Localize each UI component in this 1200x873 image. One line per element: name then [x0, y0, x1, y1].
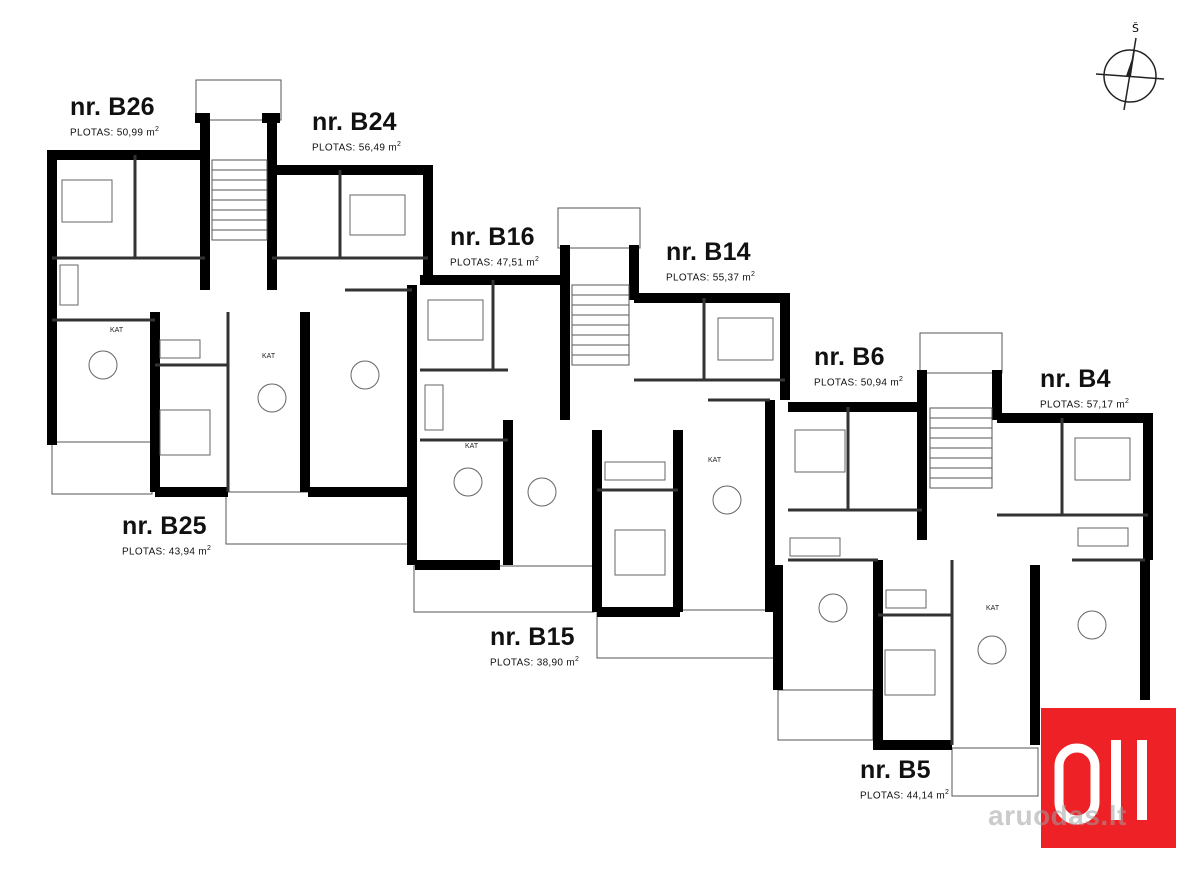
unit-name: nr. B4	[1040, 365, 1111, 393]
unit-label-b14: nr. B14 PLOTAS: 55,37 m2	[666, 240, 755, 283]
svg-text:KAT: KAT	[465, 443, 479, 450]
unit-name: nr. B16	[450, 223, 535, 251]
unit-name: nr. B24	[312, 108, 397, 136]
interior-walls	[52, 155, 1148, 745]
furniture	[59, 179, 1131, 696]
unit-label-b16: nr. B16 PLOTAS: 47,51 m2	[450, 225, 539, 268]
exterior-walls	[47, 113, 1153, 750]
unit-name: nr. B25	[122, 512, 207, 540]
unit-name: nr. B5	[860, 756, 931, 784]
svg-text:KAT: KAT	[110, 327, 124, 334]
unit-area: PLOTAS: 56,49 m2	[312, 141, 402, 154]
unit-label-b15: nr. B15 PLOTAS: 38,90 m2	[490, 625, 579, 668]
unit-area: PLOTAS: 57,17 m2	[1040, 398, 1130, 411]
svg-text:KAT: KAT	[262, 353, 276, 360]
unit-label-b24: nr. B24 PLOTAS: 56,49 m2	[312, 110, 401, 153]
brand-logo	[1041, 708, 1176, 848]
unit-label-b4: nr. B4 PLOTAS: 57,17 m2	[1040, 367, 1129, 410]
unit-name: nr. B26	[70, 93, 155, 121]
unit-area: PLOTAS: 55,37 m2	[666, 271, 756, 284]
svg-text:KAT: KAT	[986, 605, 1000, 612]
compass-icon	[1095, 37, 1165, 111]
unit-label-b25: nr. B25 PLOTAS: 43,94 m2	[122, 514, 211, 557]
logo-mark-icon	[1054, 740, 1147, 825]
unit-name: nr. B15	[490, 623, 575, 651]
balconies	[51, 79, 1039, 797]
unit-label-b5: nr. B5 PLOTAS: 44,14 m2	[860, 758, 949, 801]
unit-name: nr. B6	[814, 343, 885, 371]
svg-text:KAT: KAT	[708, 457, 722, 464]
unit-area: PLOTAS: 50,99 m2	[70, 126, 160, 139]
unit-area: PLOTAS: 50,94 m2	[814, 376, 904, 389]
stairwells	[211, 159, 993, 489]
unit-label-b6: nr. B6 PLOTAS: 50,94 m2	[814, 345, 903, 388]
room-tags: KAT KAT KAT KAT KAT	[110, 327, 1000, 612]
unit-label-b26: nr. B26 PLOTAS: 50,99 m2	[70, 95, 159, 138]
unit-area: PLOTAS: 47,51 m2	[450, 256, 540, 269]
compass-rose: Š	[1090, 22, 1170, 114]
unit-area: PLOTAS: 43,94 m2	[122, 545, 212, 558]
north-label: Š	[1132, 22, 1139, 35]
unit-area: PLOTAS: 38,90 m2	[490, 656, 580, 669]
unit-name: nr. B14	[666, 238, 751, 266]
watermark: aruodas.lt	[988, 800, 1127, 831]
unit-area: PLOTAS: 44,14 m2	[860, 789, 950, 802]
